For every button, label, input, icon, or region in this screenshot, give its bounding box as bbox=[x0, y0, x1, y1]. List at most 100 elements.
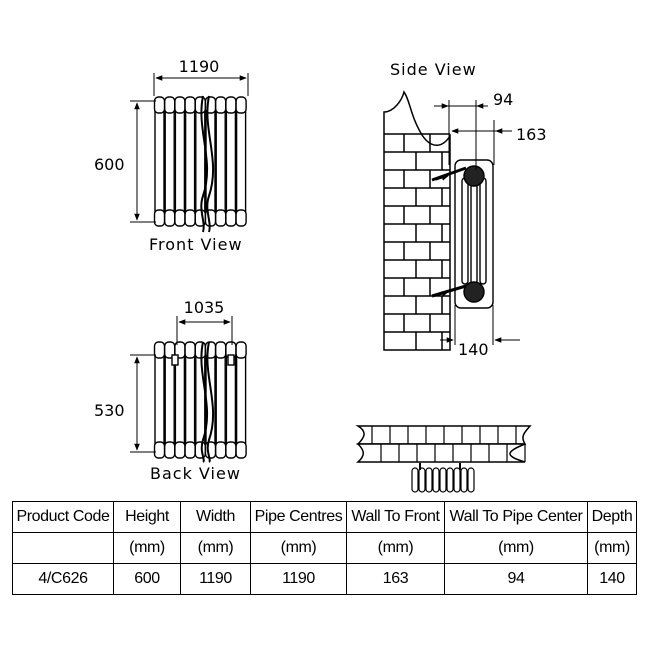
top-view bbox=[355, 425, 532, 493]
table-row-cell: 1190 bbox=[180, 563, 251, 595]
top-brick-wall bbox=[355, 425, 532, 463]
table-row-cell: 4/C626 bbox=[12, 563, 114, 595]
front-width-label: 1190 bbox=[179, 57, 220, 76]
back-column-foot bbox=[235, 441, 247, 459]
back-width-label: 1035 bbox=[184, 298, 225, 317]
top-column bbox=[411, 467, 419, 493]
front-column-cap bbox=[184, 96, 196, 114]
back-column bbox=[154, 344, 165, 455]
back-column-foot bbox=[163, 441, 176, 459]
top-column bbox=[432, 467, 440, 493]
top-column bbox=[425, 467, 433, 493]
side-dim-140: 140 bbox=[458, 340, 489, 359]
front-height-label: 600 bbox=[94, 155, 125, 174]
back-column-foot bbox=[225, 441, 237, 459]
front-column bbox=[154, 99, 165, 224]
top-column bbox=[460, 467, 468, 493]
front-column bbox=[225, 99, 237, 224]
front-column-foot bbox=[235, 209, 247, 227]
back-column-cap bbox=[194, 341, 207, 359]
top-column bbox=[439, 467, 447, 493]
table-row-cell: 163 bbox=[346, 563, 445, 595]
side-dimensions bbox=[434, 100, 520, 345]
back-column-foot bbox=[184, 441, 196, 459]
back-column bbox=[235, 344, 247, 455]
front-column-foot bbox=[153, 209, 166, 227]
front-column-cap bbox=[225, 96, 237, 114]
top-radiator bbox=[411, 463, 475, 493]
front-column bbox=[235, 99, 247, 224]
back-width-dimension bbox=[176, 316, 233, 345]
front-width-dimension bbox=[153, 73, 249, 96]
table-units-row-cell bbox=[12, 532, 114, 564]
table-units-row: (mm)(mm)(mm)(mm)(mm)(mm) bbox=[12, 532, 637, 564]
front-view-title: Front View bbox=[149, 235, 243, 254]
side-dim-163: 163 bbox=[516, 125, 547, 144]
table-row-cell: 140 bbox=[587, 563, 637, 595]
back-column-cap bbox=[235, 341, 247, 359]
front-column-foot bbox=[214, 209, 227, 227]
back-column-foot bbox=[174, 441, 186, 459]
table-header-row-cell: Product Code bbox=[12, 501, 114, 533]
back-height-dimension bbox=[130, 354, 156, 453]
front-column-foot bbox=[184, 209, 196, 227]
back-column-foot bbox=[214, 441, 227, 459]
table-header-row-cell: Width bbox=[180, 501, 251, 533]
front-radiator bbox=[153, 95, 247, 233]
front-column-foot bbox=[225, 209, 237, 227]
front-column-cap bbox=[163, 96, 176, 114]
top-column bbox=[418, 467, 426, 493]
front-column-cap bbox=[153, 96, 166, 114]
table-row-cell: 94 bbox=[444, 563, 588, 595]
side-view: Side View bbox=[383, 60, 547, 359]
table-units-row-cell: (mm) bbox=[180, 532, 251, 564]
table-header-row-cell: Wall To Pipe Center bbox=[444, 501, 588, 533]
front-column bbox=[174, 99, 186, 224]
top-column bbox=[446, 467, 454, 493]
side-dim-94: 94 bbox=[493, 90, 513, 109]
table-header-row-cell: Pipe Centres bbox=[250, 501, 347, 533]
back-view: 1035 530 Back View bbox=[94, 298, 247, 483]
back-view-title: Back View bbox=[150, 464, 241, 483]
back-column-cap bbox=[153, 341, 166, 359]
table-header-row-cell: Wall To Front bbox=[346, 501, 445, 533]
table-units-row-cell: (mm) bbox=[113, 532, 181, 564]
table-units-row-cell: (mm) bbox=[250, 532, 347, 564]
top-column bbox=[453, 467, 461, 493]
table-header-row-cell: Height bbox=[113, 501, 181, 533]
front-column-cap bbox=[174, 96, 186, 114]
back-height-label: 530 bbox=[94, 401, 125, 420]
front-column-foot bbox=[174, 209, 186, 227]
back-column-foot bbox=[153, 441, 166, 459]
front-column-cap bbox=[214, 96, 227, 114]
front-view: 1190 600 Front View bbox=[94, 57, 249, 254]
front-height-dimension bbox=[130, 100, 156, 223]
front-column bbox=[195, 99, 206, 224]
back-column bbox=[215, 344, 226, 455]
table-header-row-cell: Depth bbox=[587, 501, 637, 533]
side-brick-wall bbox=[383, 90, 451, 351]
back-column-cap bbox=[184, 341, 196, 359]
side-radiator bbox=[431, 159, 494, 309]
table-units-row-cell: (mm) bbox=[587, 532, 637, 564]
top-column bbox=[467, 467, 475, 493]
table-units-row-cell: (mm) bbox=[346, 532, 445, 564]
front-column bbox=[184, 99, 196, 224]
front-column bbox=[164, 99, 175, 224]
front-column-cap bbox=[235, 96, 247, 114]
table-row-cell: 600 bbox=[113, 563, 181, 595]
back-radiator bbox=[153, 341, 247, 463]
front-column-foot bbox=[163, 209, 176, 227]
table-row-cell: 1190 bbox=[250, 563, 347, 595]
front-column-cap bbox=[194, 96, 207, 114]
side-view-title: Side View bbox=[390, 60, 477, 79]
back-column-cap bbox=[214, 341, 227, 359]
table-units-row-cell: (mm) bbox=[444, 532, 588, 564]
technical-drawing: 1190 600 Front View 1035 bbox=[94, 57, 547, 493]
back-column bbox=[184, 344, 196, 455]
front-column bbox=[215, 99, 226, 224]
